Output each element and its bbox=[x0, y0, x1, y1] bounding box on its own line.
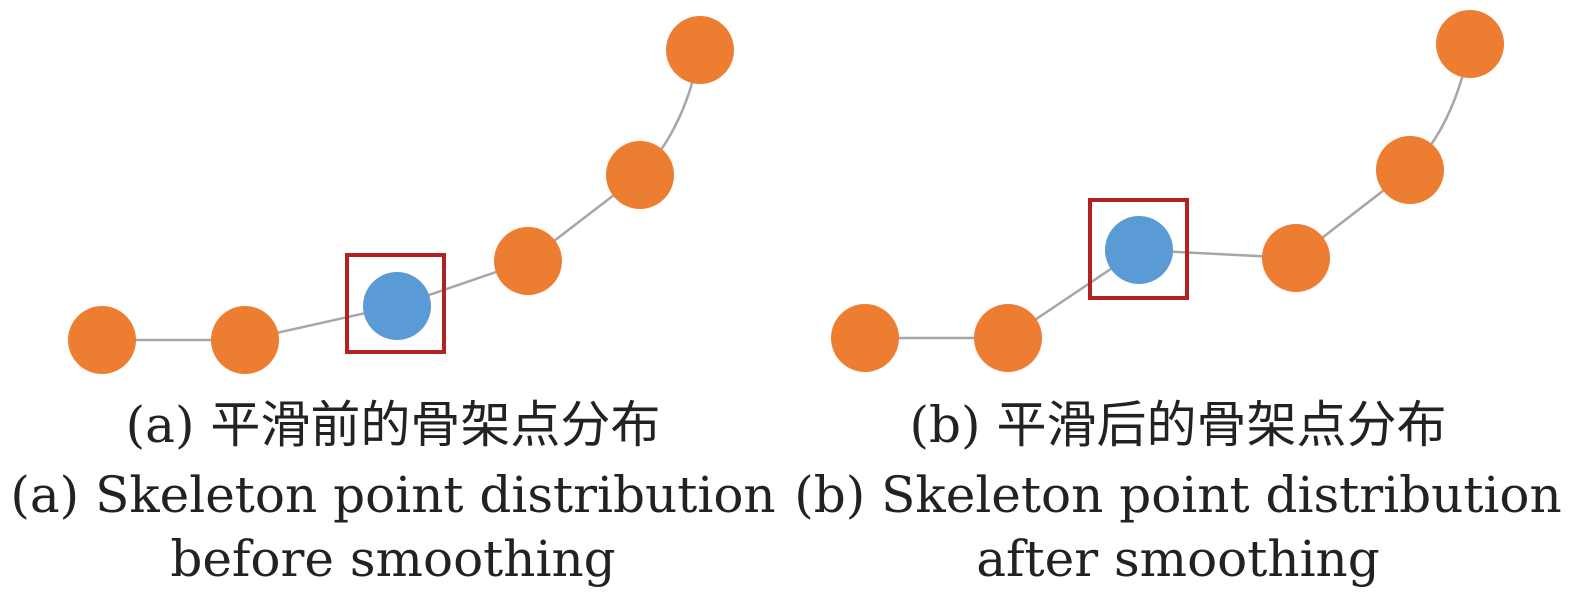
skeleton-point-b-4 bbox=[1376, 136, 1444, 204]
caption-b-english-line1: (b) Skeleton point distribution bbox=[794, 466, 1562, 524]
caption-a-chinese: (a) 平滑前的骨架点分布 bbox=[125, 396, 661, 454]
caption-b-chinese: (b) 平滑后的骨架点分布 bbox=[909, 396, 1447, 454]
highlighted-skeleton-point-a-2 bbox=[363, 272, 431, 340]
skeleton-point-a-0 bbox=[68, 306, 136, 374]
skeleton-point-a-5 bbox=[666, 16, 734, 84]
panel-b-after-smoothing bbox=[831, 10, 1504, 372]
skeleton-point-a-3 bbox=[494, 227, 562, 295]
highlight-box-b bbox=[1088, 198, 1189, 300]
skeleton-point-b-3 bbox=[1262, 224, 1330, 292]
highlight-box-a bbox=[345, 253, 446, 354]
caption-a-english-line2: before smoothing bbox=[170, 530, 616, 588]
skeleton-point-b-0 bbox=[831, 304, 899, 372]
caption-b-english-line2: after smoothing bbox=[976, 530, 1380, 588]
skeleton-point-a-1 bbox=[211, 306, 279, 374]
panel-a-before-smoothing bbox=[68, 16, 734, 374]
highlighted-skeleton-point-b-2 bbox=[1105, 216, 1173, 284]
skeleton-point-b-1 bbox=[974, 304, 1042, 372]
skeleton-point-a-4 bbox=[606, 141, 674, 209]
skeleton-point-b-5 bbox=[1436, 10, 1504, 78]
caption-a-english-line1: (a) Skeleton point distribution bbox=[10, 466, 776, 524]
